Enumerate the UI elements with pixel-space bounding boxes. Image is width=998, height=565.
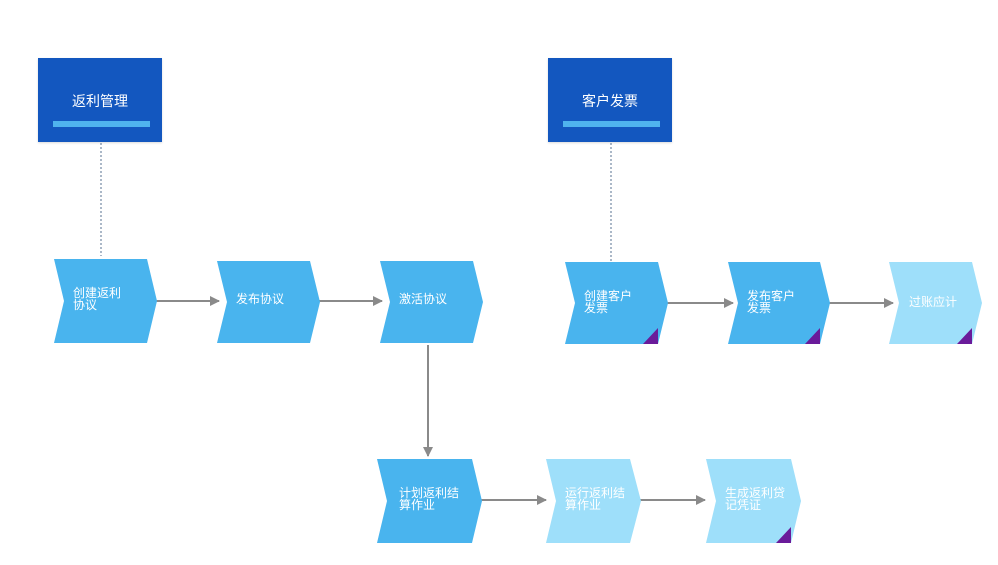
corner-marker-icon xyxy=(643,328,658,344)
customer-invoice-title: 客户发票 xyxy=(582,94,638,110)
step-publish-agreement[interactable] xyxy=(217,261,320,343)
corner-marker-icon xyxy=(957,328,972,344)
corner-marker-icon xyxy=(805,328,820,344)
step-activate-agreement[interactable] xyxy=(380,261,483,343)
step-create-rebate-agreement[interactable] xyxy=(54,259,157,343)
header-accent-bar xyxy=(563,121,660,127)
rebate-management-title: 返利管理 xyxy=(72,94,128,110)
step-post-receivable[interactable] xyxy=(889,262,982,344)
step-create-customer-invoice[interactable] xyxy=(565,262,668,344)
step-schedule-rebate-job[interactable] xyxy=(377,459,482,543)
customer-invoice-header[interactable]: 客户发票 xyxy=(548,58,672,142)
rebate-management-header[interactable]: 返利管理 xyxy=(38,58,162,142)
header-accent-bar xyxy=(53,121,150,127)
step-publish-customer-invoice[interactable] xyxy=(728,262,830,344)
step-run-rebate-job[interactable] xyxy=(546,459,641,543)
step-generate-rebate-credit[interactable] xyxy=(706,459,801,543)
corner-marker-icon xyxy=(776,527,791,543)
